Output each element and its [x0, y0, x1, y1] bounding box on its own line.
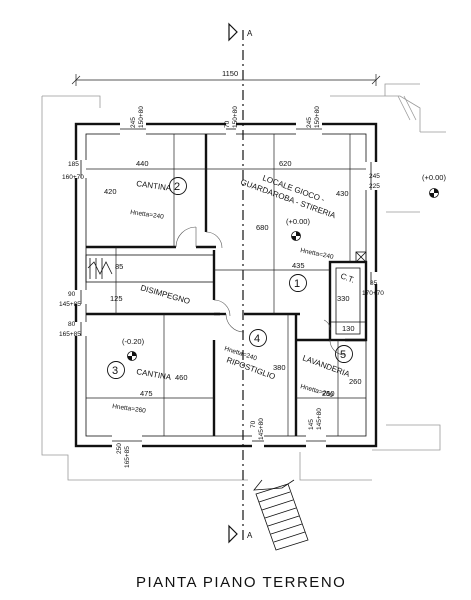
room-4-number: 4	[254, 333, 260, 345]
room-3-number: 3	[112, 365, 118, 377]
opening-labels-bottom: 250 165+85 70 145+80 145 145+80	[116, 408, 323, 468]
room-ct: C.T. 330 130	[337, 271, 356, 333]
overall-dimension: 1150	[71, 69, 381, 86]
dim-620: 620	[279, 159, 292, 168]
dim-460: 460	[175, 373, 188, 382]
opening-labels-right: 245 225 85 170+70	[362, 173, 384, 297]
room-disimpegno: 85 DISIMPEGNO 125	[110, 247, 191, 314]
dim-330: 330	[337, 294, 350, 303]
svg-text:150+80: 150+80	[314, 106, 321, 128]
section-line-a: A A	[228, 22, 253, 544]
cantina-3-name: CANTINA	[136, 367, 173, 382]
cantina-2-name: CANTINA	[136, 179, 173, 193]
svg-text:80: 80	[68, 321, 76, 328]
svg-text:90: 90	[68, 291, 76, 298]
svg-text:170+70: 170+70	[362, 290, 384, 297]
dim-250: 250	[322, 389, 335, 398]
cantina-3-height: Hnetta=260	[112, 403, 147, 415]
dim-130: 130	[342, 324, 355, 333]
room-2-number: 2	[174, 181, 180, 193]
section-marker-top: A	[247, 29, 253, 38]
svg-text:150+80: 150+80	[138, 106, 145, 128]
svg-text:245: 245	[130, 117, 137, 128]
exterior-walls	[74, 122, 378, 448]
svg-text:245: 245	[369, 173, 380, 180]
svg-text:145+80: 145+80	[258, 418, 265, 440]
exterior-level-mark: (+0.00)	[422, 173, 446, 198]
svg-text:165+85: 165+85	[59, 331, 81, 338]
svg-text:85: 85	[370, 280, 378, 287]
overall-width-label: 1150	[222, 69, 238, 78]
opening-labels-top: 245 150+80 70 150+80 245 150+80	[130, 106, 321, 128]
svg-text:245: 245	[306, 117, 313, 128]
svg-text:185: 185	[68, 161, 79, 168]
svg-text:225: 225	[369, 183, 380, 190]
dim-430: 430	[336, 189, 349, 198]
svg-text:250: 250	[116, 443, 123, 454]
svg-text:70: 70	[250, 420, 257, 428]
dim-680: 680	[256, 223, 269, 232]
room-lavanderia: 5 LAVANDERIA 260 250 Hnetta=260	[296, 340, 366, 436]
opening-labels-left: 185 160+70 90 145+85 80 165+85	[59, 161, 84, 338]
svg-text:160+70: 160+70	[62, 174, 84, 181]
svg-text:70: 70	[224, 120, 231, 128]
exterior-level-label: (+0.00)	[422, 173, 446, 182]
room-width-dims: 440 620	[86, 159, 366, 170]
svg-text:145+80: 145+80	[316, 408, 323, 430]
dim-420: 420	[104, 187, 117, 196]
locale-height: Hnetta=240	[300, 247, 335, 261]
dim-440: 440	[136, 159, 149, 168]
dim-380: 380	[273, 363, 286, 372]
ct-name: C.T.	[339, 271, 355, 284]
doors	[175, 226, 346, 356]
lavanderia-height: Hnetta=260	[299, 383, 334, 399]
svg-text:165+85: 165+85	[124, 446, 131, 468]
room-1-marker	[289, 274, 307, 292]
dim-125: 125	[110, 294, 123, 303]
room-1-number: 1	[294, 278, 300, 290]
room-3-marker	[107, 361, 125, 379]
dim-475: 475	[140, 389, 153, 398]
svg-text:150+80: 150+80	[232, 106, 239, 128]
room-5-number: 5	[340, 349, 346, 361]
exterior-stair	[253, 479, 309, 551]
open-top-1b: 150+80	[138, 106, 145, 128]
svg-text:145+85: 145+85	[59, 301, 81, 308]
section-marker-bottom: A	[247, 531, 253, 540]
site-outline	[41, 83, 446, 481]
open-top-1a: 245	[130, 117, 137, 128]
dim-435: 435	[292, 261, 305, 270]
svg-text:145: 145	[308, 419, 315, 430]
room-4-marker	[249, 329, 267, 347]
room-cantina-2: 420 CANTINA 2 Hnetta=240	[104, 134, 187, 247]
cantina-2-height: Hnetta=240	[130, 209, 165, 221]
disimpegno-name: DISIMPEGNO	[139, 283, 191, 306]
interior-walls	[85, 134, 368, 436]
dim-85: 85	[115, 262, 123, 271]
dim-260: 260	[349, 377, 362, 386]
room-cantina-3: (-0.20) 3 CANTINA 460 475 Hnetta=260	[86, 314, 214, 436]
plan-title: PIANTA PIANO TERRENO	[136, 574, 346, 591]
room-ripostiglio: 4 Hnetta=240 RIPOSTIGLIO 380	[223, 314, 289, 436]
locale-level: (+0.00)	[286, 217, 310, 226]
room-2-marker	[169, 177, 187, 195]
room-5-marker	[335, 345, 353, 363]
cantina-3-level: (-0.20)	[122, 337, 145, 346]
internal-stair	[87, 258, 113, 279]
